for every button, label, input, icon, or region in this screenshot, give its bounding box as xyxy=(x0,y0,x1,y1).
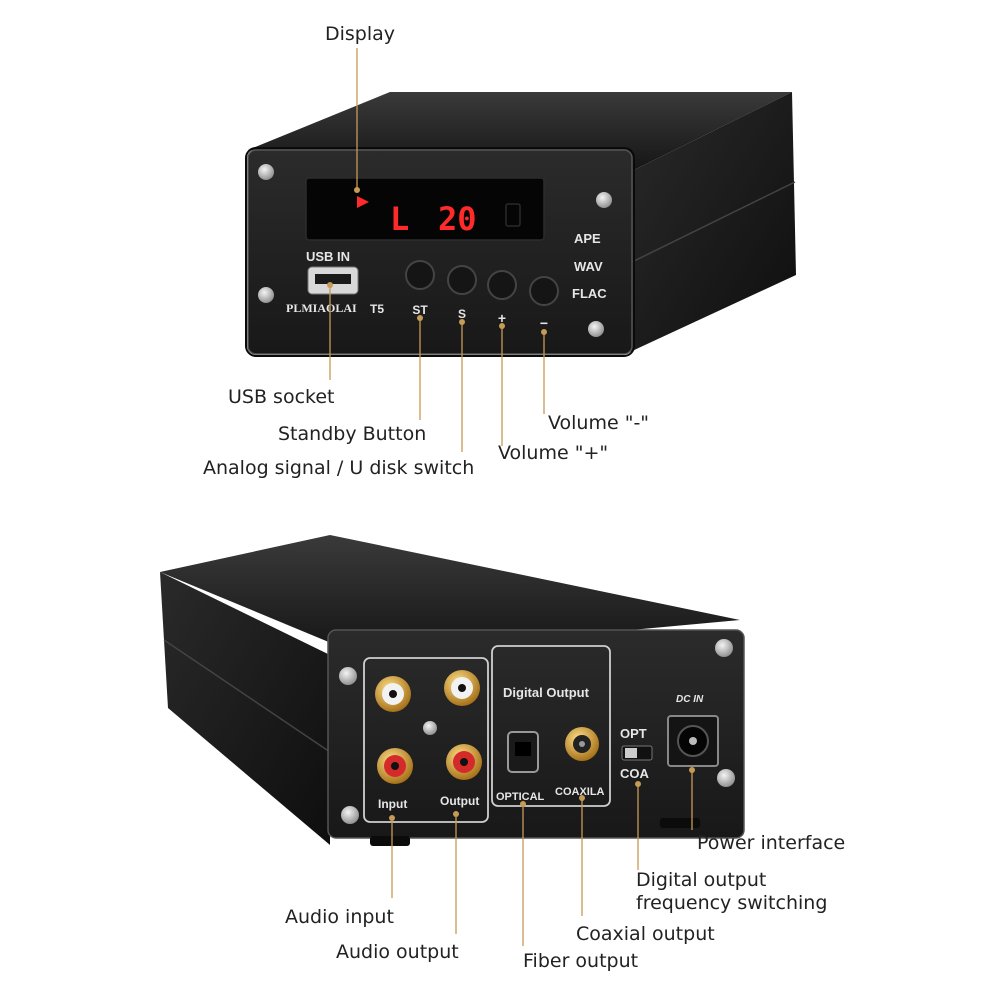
callout-fiber-output: Fiber output xyxy=(523,950,638,972)
rear-unit-top xyxy=(160,535,740,655)
button-label-minus: − xyxy=(540,315,548,331)
coa-label: COA xyxy=(620,766,650,781)
display-unlit-segment xyxy=(505,203,521,227)
usb-in-label: USB IN xyxy=(306,249,350,264)
front-callouts: Display USB socket Standby Button Analog… xyxy=(203,23,649,479)
screw xyxy=(258,164,274,180)
front-buttons: ST S + − xyxy=(405,260,559,331)
optical-port[interactable] xyxy=(507,731,539,773)
format-label-wav: WAV xyxy=(574,259,603,274)
callout-coaxial-output: Coaxial output xyxy=(576,923,715,945)
input-label: Input xyxy=(378,797,407,811)
digital-section-frame xyxy=(491,645,611,807)
callout-audio-output: Audio output xyxy=(336,941,459,963)
button-label-s: S xyxy=(458,307,466,321)
digital-output-label: Digital Output xyxy=(503,685,590,700)
coaxila-label: COAXILA xyxy=(555,786,605,798)
rear-unit: Input Output Digital Output OPTICAL COAX… xyxy=(160,535,745,846)
source-switch-button[interactable] xyxy=(447,265,477,295)
analog-section-frame xyxy=(363,657,489,823)
screw xyxy=(423,721,437,735)
callout-power-interface: Power interface xyxy=(697,832,845,854)
format-label-ape: APE xyxy=(574,231,601,246)
rear-callouts: Audio input Audio output Fiber output Co… xyxy=(285,767,845,972)
callout-usb-socket: USB socket xyxy=(228,386,334,408)
opt-label: OPT xyxy=(620,726,647,741)
screw xyxy=(588,321,604,337)
model-label: T5 xyxy=(370,302,384,316)
volume-minus-button[interactable] xyxy=(529,276,559,306)
button-label-plus: + xyxy=(498,310,506,326)
screw xyxy=(341,806,359,824)
callout-digital-freq-line2: frequency switching xyxy=(636,892,827,914)
screw xyxy=(715,639,733,657)
callout-volume-minus: Volume "-" xyxy=(548,412,649,434)
callout-digital-freq-line1: Digital output xyxy=(636,869,766,891)
brand-label: PLMIAOLAI xyxy=(286,301,357,315)
format-label-flac: FLAC xyxy=(572,286,607,301)
dc-jack[interactable] xyxy=(667,715,719,767)
callout-volume-plus: Volume "+" xyxy=(498,442,608,464)
screw xyxy=(717,769,735,787)
usb-port-slot xyxy=(315,274,351,284)
display-channel: L xyxy=(390,200,409,238)
output-label: Output xyxy=(440,794,479,808)
button-label-st: ST xyxy=(412,303,428,317)
screw xyxy=(258,287,274,303)
rca-output-white[interactable] xyxy=(444,670,480,706)
play-indicator-icon xyxy=(357,196,369,208)
callout-analog-switch: Analog signal / U disk switch xyxy=(203,457,474,479)
front-unit: L 20 USB IN PLMIAOLAI T5 ST S + − APE WA… xyxy=(245,92,796,357)
callout-standby-button: Standby Button xyxy=(278,423,426,445)
optical-label: OPTICAL xyxy=(496,791,545,803)
screw xyxy=(339,667,357,685)
coaxial-port[interactable] xyxy=(565,727,599,761)
volume-plus-button[interactable] xyxy=(487,270,517,300)
callout-display: Display xyxy=(325,23,395,45)
standby-button[interactable] xyxy=(405,260,435,290)
rca-output-red[interactable] xyxy=(446,744,482,780)
rca-input-red[interactable] xyxy=(377,748,413,784)
callout-audio-input: Audio input xyxy=(285,906,394,928)
screw xyxy=(596,192,612,208)
display-value: 20 xyxy=(438,200,477,238)
display-window: L 20 xyxy=(305,177,545,241)
dc-in-label: DC IN xyxy=(676,694,704,705)
rear-unit-side xyxy=(160,572,330,845)
rca-input-white[interactable] xyxy=(375,676,411,712)
